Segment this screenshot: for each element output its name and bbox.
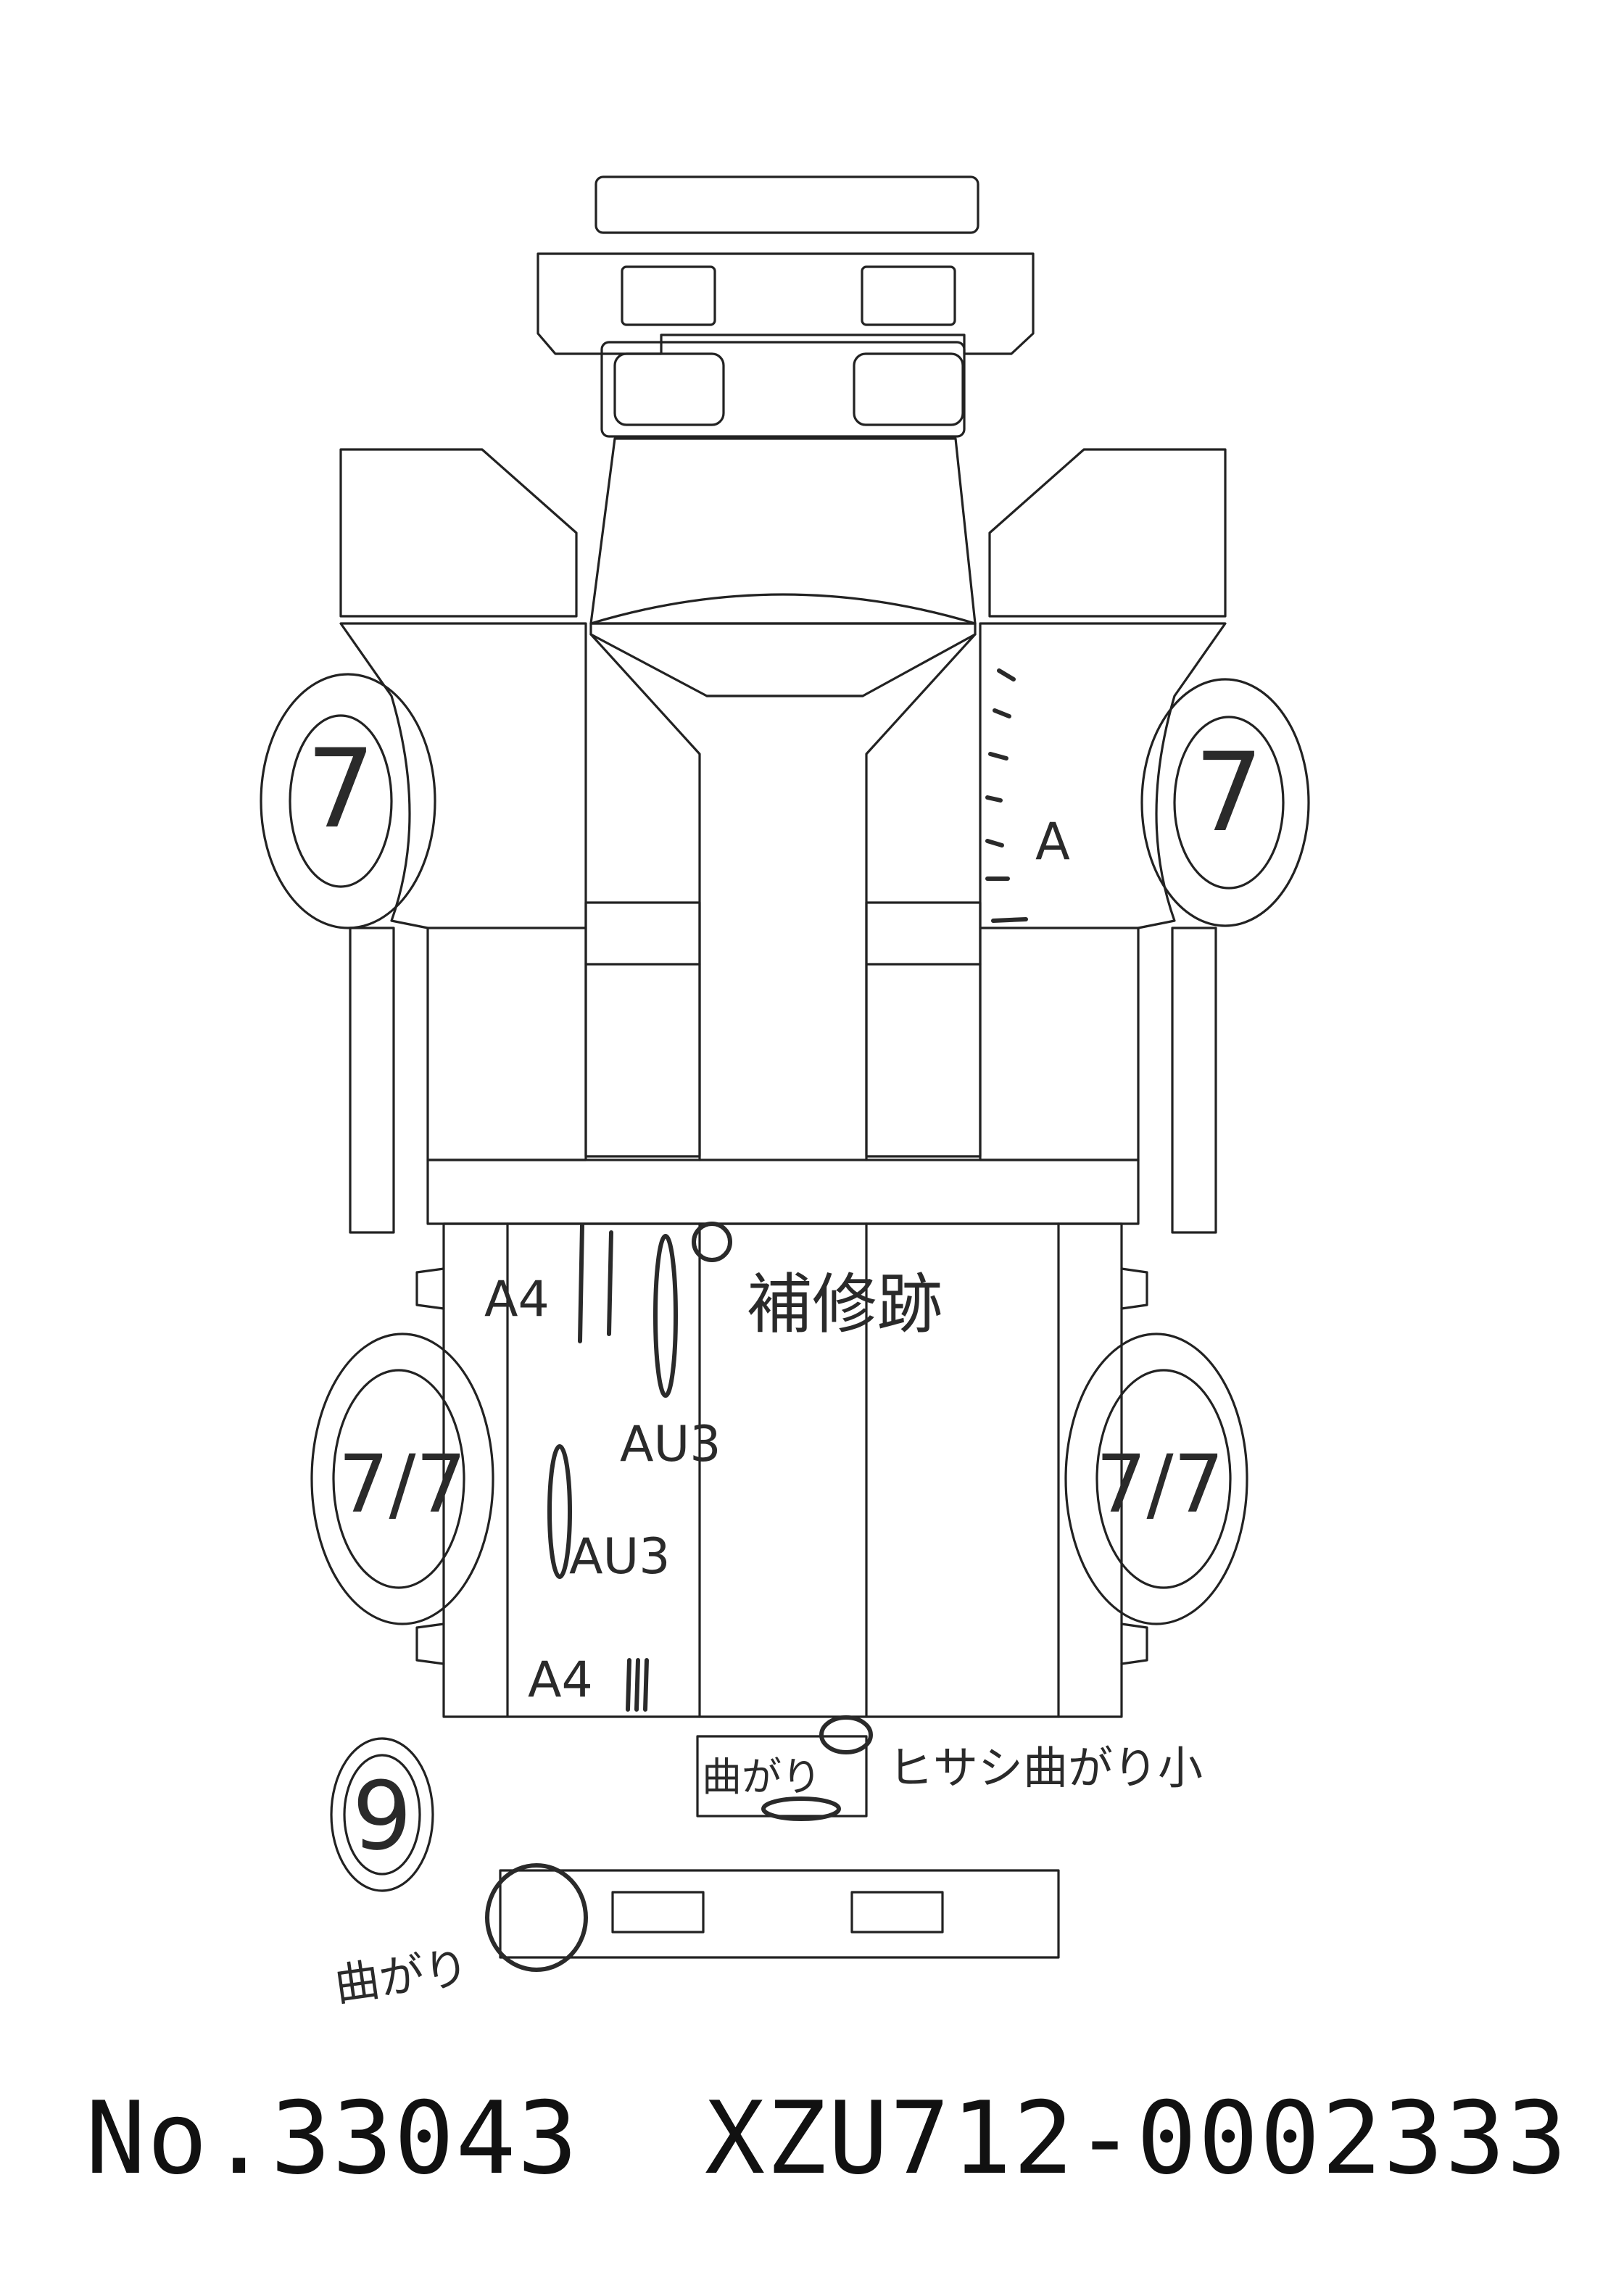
- bumper-bend-note: 曲がり: [331, 1941, 472, 2012]
- tire-front-left: [260, 673, 436, 929]
- hood-damage-code: A: [1035, 812, 1070, 871]
- front-bumper: [594, 175, 979, 234]
- cab-roof: [589, 622, 977, 904]
- bumper-bend-circle: [485, 1863, 588, 1972]
- cab-back-panel: [426, 1159, 1140, 1225]
- bed-code-au3-lower: AU3: [569, 1528, 671, 1586]
- cab-windshield: [589, 437, 977, 625]
- tire-rear-left-label: 7/7: [338, 1438, 466, 1530]
- bed-lower-marks: [547, 1444, 649, 1712]
- tire-front-right-label: 7: [1194, 730, 1263, 856]
- repair-note: 補修跡: [747, 1267, 942, 1343]
- front-grille: [536, 252, 1035, 355]
- hood-scratch-marks: [985, 668, 1028, 923]
- bed-code-a4-upper: A4: [484, 1271, 550, 1328]
- eave-bend-note: ヒサシ曲がり小: [888, 1741, 1203, 1794]
- door-left: [339, 622, 587, 1161]
- spare-tire-label: 9: [352, 1761, 413, 1871]
- cab-floor-panels: [584, 901, 982, 1161]
- front-fender-left: [339, 448, 578, 618]
- cargo-bed: [415, 1222, 1148, 1718]
- rear-bumper: [499, 1869, 1060, 1959]
- side-steps: [349, 927, 1217, 1234]
- bed-upper-marks: [578, 1222, 732, 1398]
- door-right: [979, 622, 1227, 1161]
- small-bend-note: 曲がり: [702, 1754, 821, 1800]
- tire-front-left-label: 7: [306, 726, 375, 853]
- eave-bend-marks: [761, 1715, 873, 1821]
- tire-front-right: [1140, 678, 1310, 927]
- tire-rear-left: [310, 1333, 494, 1625]
- bed-code-a4-lower: A4: [528, 1651, 593, 1709]
- bed-code-au3-upper: AU3: [620, 1416, 721, 1473]
- tire-rear-right: [1064, 1333, 1248, 1625]
- tire-rear-right-label: 7/7: [1095, 1438, 1224, 1530]
- spare-tire: [330, 1737, 434, 1892]
- front-fender-right: [988, 448, 1227, 618]
- stock-number: No.33043: [86, 2080, 579, 2197]
- chassis-number: XZU712-0002333: [705, 2080, 1569, 2197]
- headlamp-panel: [600, 341, 966, 438]
